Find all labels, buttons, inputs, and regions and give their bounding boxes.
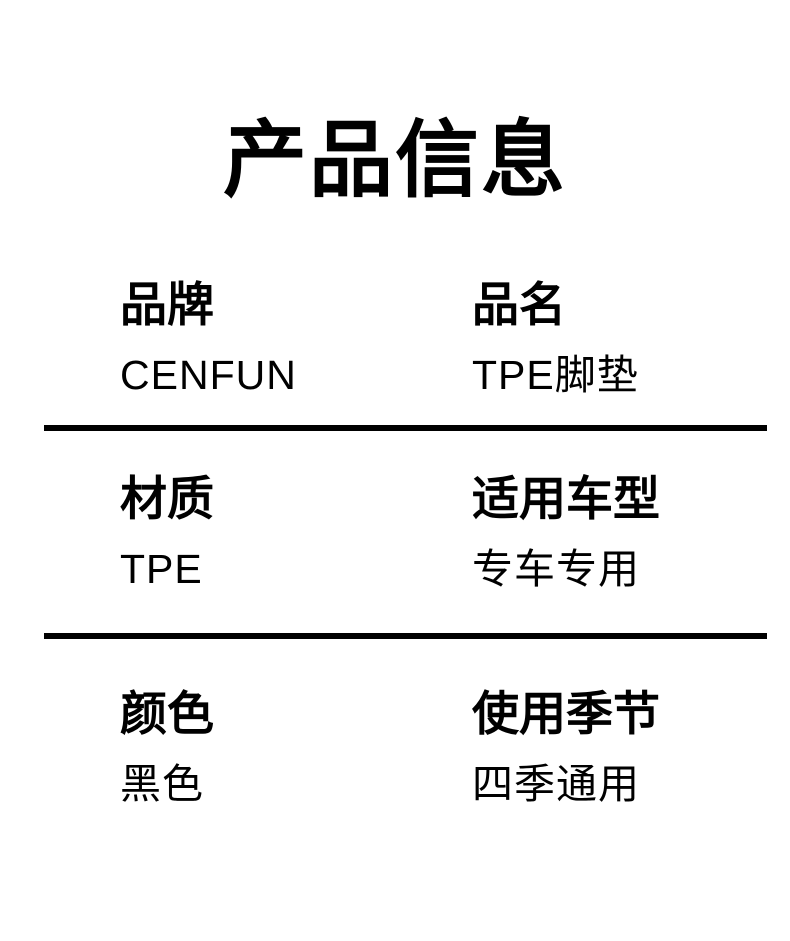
spec-cell-brand: 品牌 CENFUN [120, 278, 472, 399]
spec-label-vehicle-model: 适用车型 [472, 472, 660, 525]
spec-value-product-name: TPE脚垫 [472, 352, 639, 399]
spec-value-vehicle-model: 专车专用 [472, 546, 640, 593]
spec-label-brand: 品牌 [120, 278, 214, 331]
spec-value-brand: CENFUN [120, 352, 297, 399]
spec-cell-material: 材质 TPE [120, 472, 472, 593]
spec-cell-product-name: 品名 TPE脚垫 [472, 278, 790, 399]
spec-row-brand-and-name: 品牌 CENFUN 品名 TPE脚垫 [0, 278, 790, 399]
spec-row-color-and-season: 颜色 黑色 使用季节 四季通用 [0, 687, 790, 808]
page-title: 产品信息 [222, 113, 567, 207]
section-divider [44, 425, 767, 431]
spec-label-product-name: 品名 [472, 278, 566, 331]
spec-value-season: 四季通用 [472, 761, 640, 808]
spec-label-season: 使用季节 [472, 687, 660, 740]
spec-label-material: 材质 [120, 472, 214, 525]
spec-cell-season: 使用季节 四季通用 [472, 687, 790, 808]
spec-row-material-and-model: 材质 TPE 适用车型 专车专用 [0, 472, 790, 593]
spec-cell-color: 颜色 黑色 [120, 687, 472, 808]
section-divider [44, 633, 767, 639]
spec-label-color: 颜色 [120, 687, 214, 740]
spec-value-material: TPE [120, 546, 203, 593]
spec-cell-vehicle-model: 适用车型 专车专用 [472, 472, 790, 593]
spec-value-color: 黑色 [120, 761, 204, 808]
